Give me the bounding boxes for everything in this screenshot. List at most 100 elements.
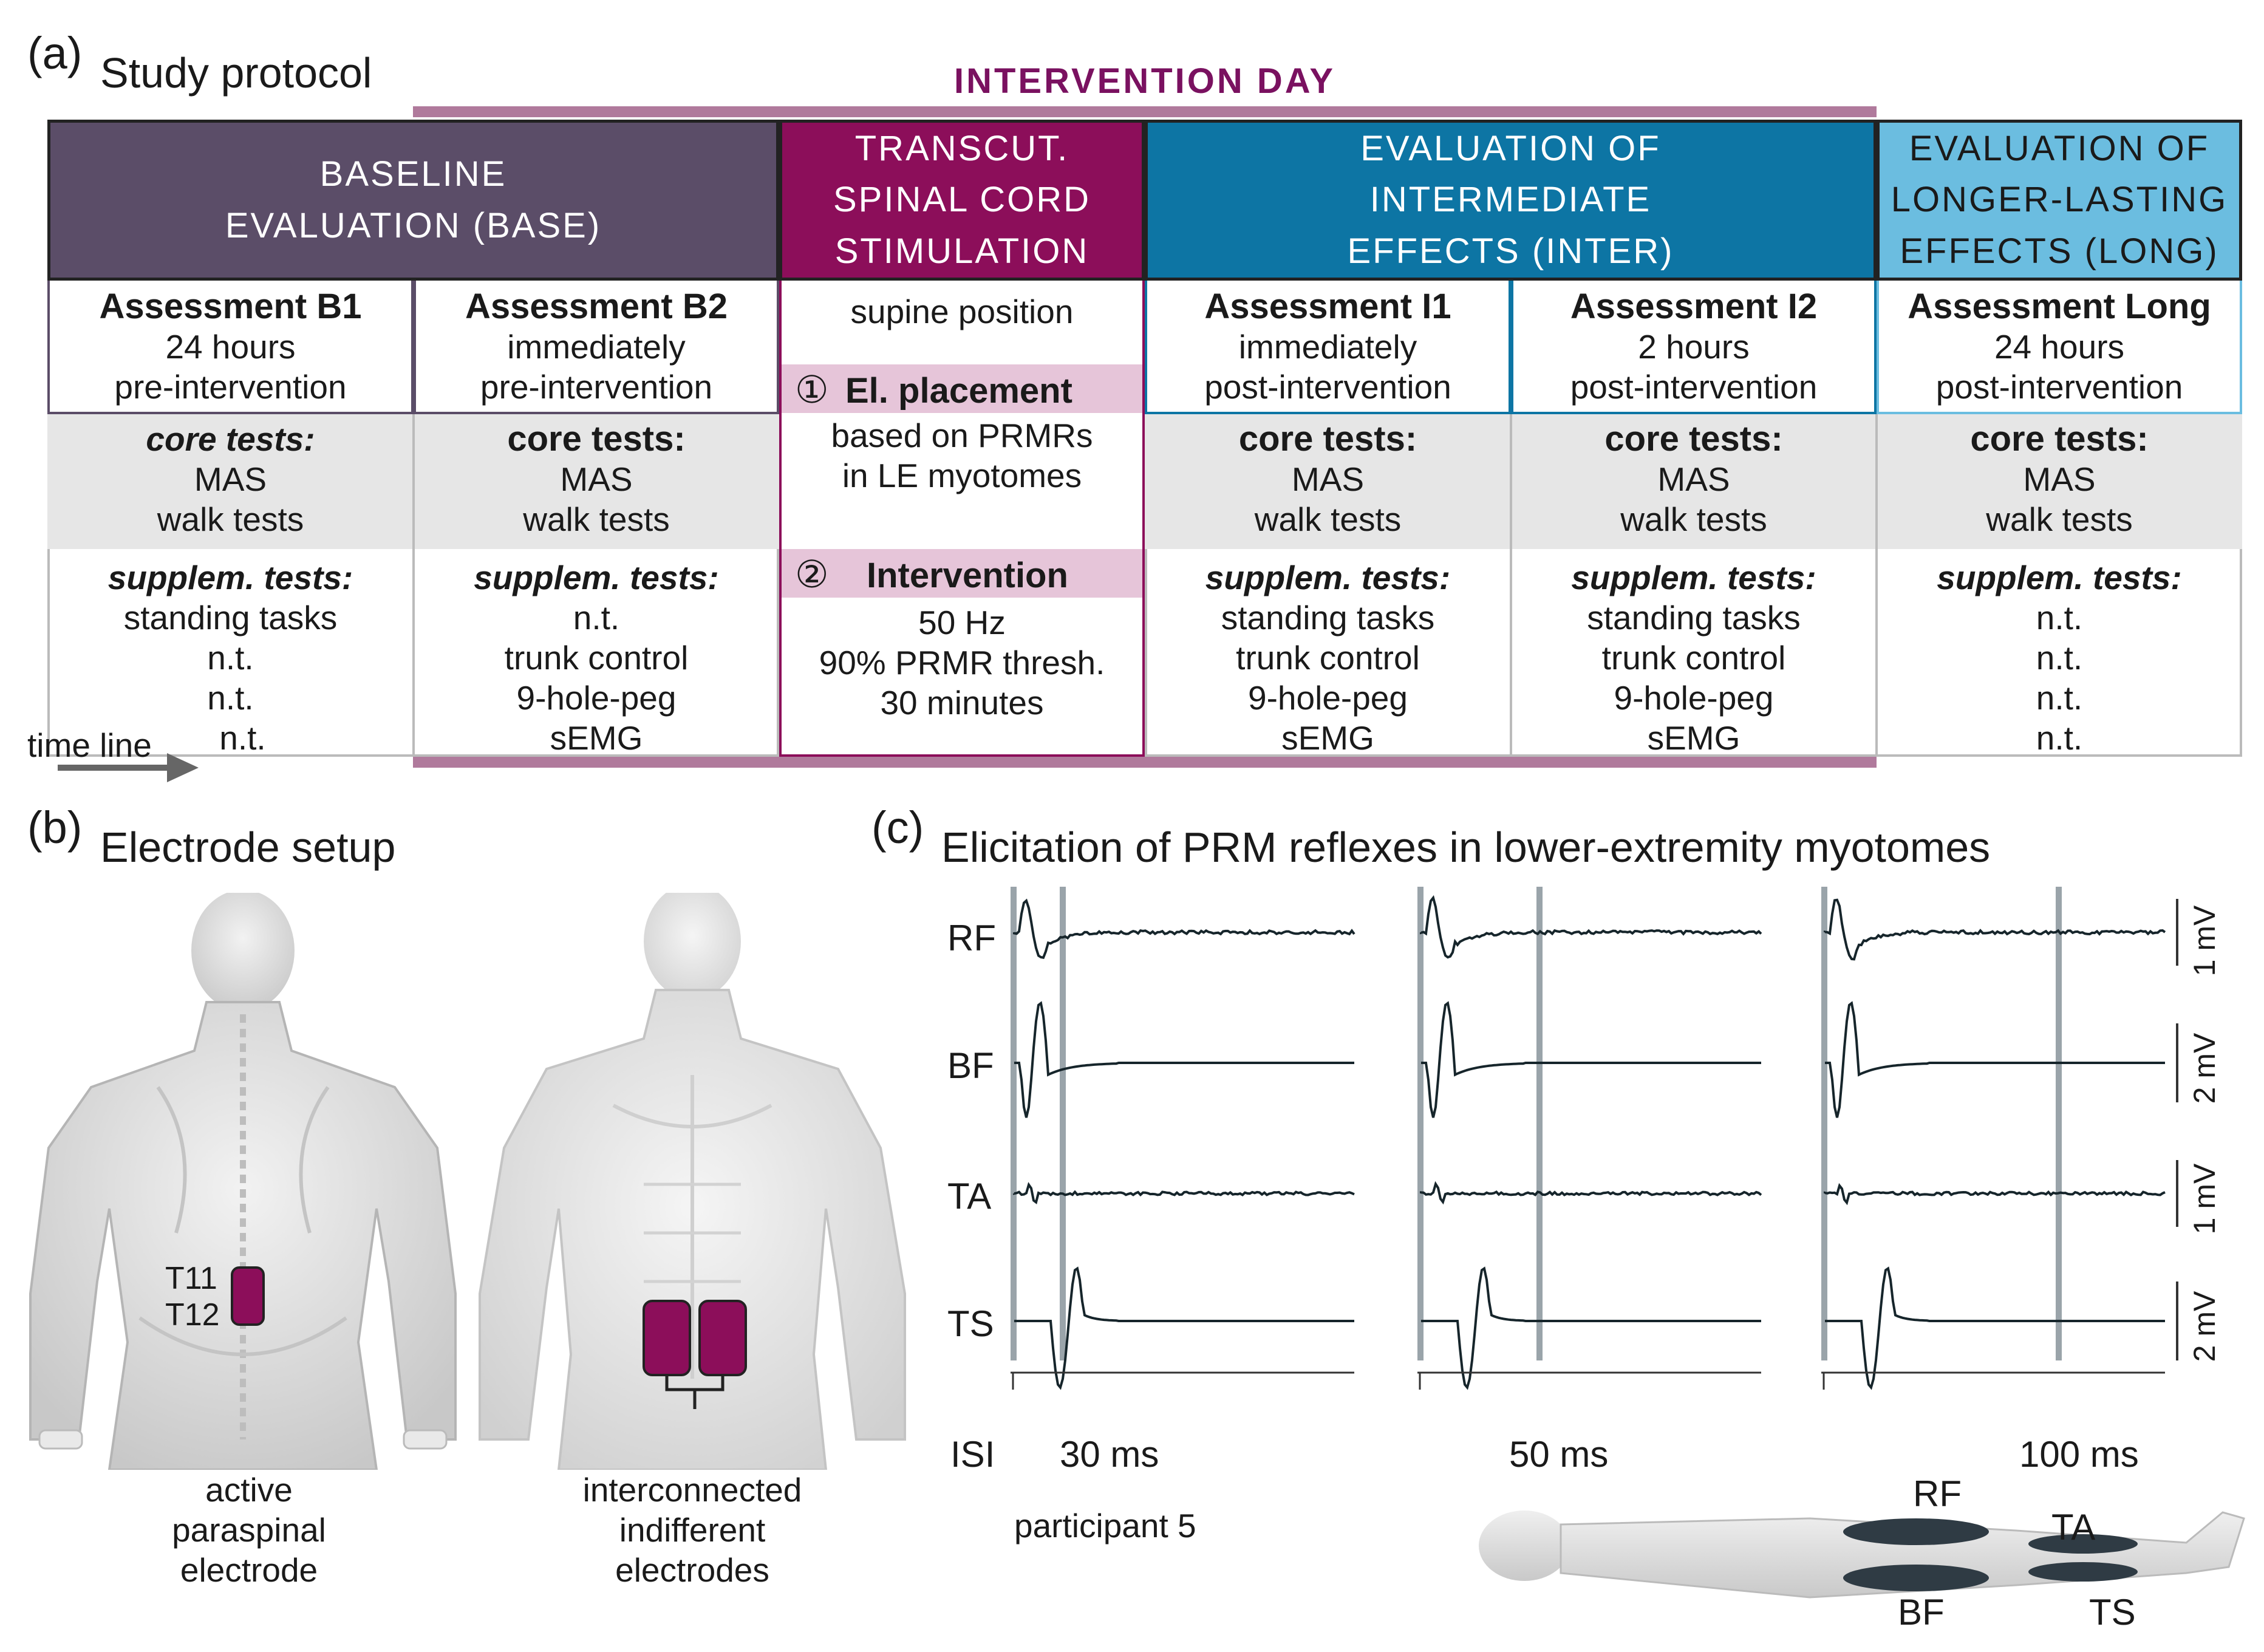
supp-test: 9-hole-peg bbox=[1248, 679, 1408, 717]
panel-b-label: (b) bbox=[27, 802, 82, 853]
stim-step2-line2: 90% PRMR thresh. bbox=[819, 644, 1105, 681]
emg-trace-bf bbox=[1421, 1003, 1761, 1118]
isi-value-30: 30 ms bbox=[1060, 1433, 1159, 1475]
muscle-label-ta: TA bbox=[947, 1175, 991, 1217]
assessment-i1-timing: immediately bbox=[1239, 328, 1417, 366]
back-caption-line3: electrode bbox=[180, 1551, 318, 1589]
supp-tests-label: supplem. tests: bbox=[108, 559, 353, 596]
leg-label-bf: BF bbox=[1898, 1591, 1945, 1633]
stim-step2-line3: 30 minutes bbox=[880, 684, 1043, 722]
emg-traces bbox=[996, 887, 2211, 1458]
isi-value-50: 50 ms bbox=[1509, 1433, 1608, 1475]
spine-level-t12: T12 bbox=[165, 1297, 220, 1333]
core-tests-label: core tests: bbox=[1239, 419, 1417, 459]
emg-trace-ts bbox=[1825, 1269, 2165, 1388]
supp-test: sEMG bbox=[1281, 719, 1374, 757]
emg-trace-rf bbox=[1421, 898, 1761, 957]
stimulus-marker-first bbox=[1417, 887, 1424, 1360]
stimulus-marker-first bbox=[1821, 887, 1827, 1360]
assessment-i2-relation: post-intervention bbox=[1570, 368, 1818, 406]
supp-test: n.t. bbox=[2036, 719, 2082, 757]
core-tests-label: core tests: bbox=[507, 419, 685, 459]
core-tests-i2: core tests: MAS walk tests bbox=[1511, 419, 1877, 539]
stim-step2-line1: 50 Hz bbox=[918, 604, 1006, 641]
phase-header-long: EVALUATION OF LONGER-LASTING EFFECTS (LO… bbox=[1877, 120, 2242, 281]
stim-column: supine position ① El. placement based on… bbox=[779, 281, 1145, 757]
indifferent-electrode-right bbox=[698, 1300, 747, 1376]
intervention-day-label: INTERVENTION DAY bbox=[413, 61, 1877, 101]
intervention-day-bar-bottom bbox=[413, 757, 1877, 768]
muscle-label-ts: TS bbox=[947, 1303, 994, 1345]
core-test-walk: walk tests bbox=[523, 500, 669, 538]
stim-step1-title: El. placement bbox=[845, 370, 1072, 411]
assessment-b1-title: Assessment B1 bbox=[100, 287, 362, 326]
supp-tests-label: supplem. tests: bbox=[1571, 559, 1816, 596]
stim-step1-number: ① bbox=[795, 367, 829, 412]
muscle-label-bf: BF bbox=[947, 1045, 994, 1087]
supp-tests-label: supplem. tests: bbox=[1205, 559, 1450, 596]
supp-test: n.t. bbox=[195, 719, 265, 757]
back-caption: active paraspinal electrode bbox=[128, 1470, 370, 1590]
core-test-walk: walk tests bbox=[157, 500, 304, 538]
leg-label-ts: TS bbox=[2089, 1591, 2136, 1633]
back-caption-line1: active bbox=[205, 1471, 293, 1509]
stimulus-marker-second bbox=[1060, 887, 1066, 1360]
front-caption-line1: interconnected bbox=[583, 1471, 802, 1509]
supp-test: n.t. bbox=[573, 599, 619, 637]
core-tests-b1: core tests: MAS walk tests bbox=[47, 419, 414, 539]
supp-test: trunk control bbox=[1236, 639, 1420, 677]
stim-step2-number: ② bbox=[795, 552, 829, 596]
supp-test: n.t. bbox=[2036, 639, 2082, 677]
supp-test: standing tasks bbox=[124, 599, 338, 637]
core-test-walk: walk tests bbox=[1620, 500, 1767, 538]
assessment-long: Assessment Long 24 hours post-interventi… bbox=[1877, 281, 2242, 414]
assessment-i2-timing: 2 hours bbox=[1638, 328, 1749, 366]
supp-test: 9-hole-peg bbox=[517, 679, 677, 717]
core-tests-label: core tests: bbox=[146, 420, 315, 458]
timeline-arrow-icon bbox=[58, 747, 203, 790]
panel-b-title: Electrode setup bbox=[100, 823, 395, 872]
scale-ta: 1 mV bbox=[2187, 1156, 2222, 1241]
stim-step2-detail: 50 Hz 90% PRMR thresh. 30 minutes bbox=[782, 602, 1142, 723]
supp-test: standing tasks bbox=[1587, 599, 1801, 637]
front-caption: interconnected indifferent electrodes bbox=[547, 1470, 838, 1590]
supp-test: trunk control bbox=[505, 639, 689, 677]
emg-trace-ts bbox=[1421, 1269, 1761, 1388]
supp-tests-b2: supplem. tests: n.t. trunk control 9-hol… bbox=[414, 558, 779, 758]
assessment-i2: Assessment I2 2 hours post-intervention bbox=[1511, 281, 1877, 414]
supp-test: n.t. bbox=[2036, 599, 2082, 637]
supp-test: n.t. bbox=[2036, 679, 2082, 717]
core-test-walk: walk tests bbox=[1255, 500, 1401, 538]
panel-a-label: (a) bbox=[27, 27, 82, 79]
assessment-long-relation: post-intervention bbox=[1936, 368, 2183, 406]
muscle-label-rf: RF bbox=[947, 917, 996, 959]
assessment-b1-relation: pre-intervention bbox=[114, 368, 346, 406]
phase-header-baseline: BASELINE EVALUATION (BASE) bbox=[47, 120, 779, 281]
supp-test: sEMG bbox=[1648, 719, 1741, 757]
panel-c-label: (c) bbox=[871, 802, 924, 853]
assessment-b2-timing: immediately bbox=[507, 328, 685, 366]
core-test-mas: MAS bbox=[194, 460, 267, 498]
assessment-long-timing: 24 hours bbox=[1994, 328, 2124, 366]
supp-test: n.t. bbox=[207, 679, 253, 717]
front-caption-line2: indifferent bbox=[619, 1511, 766, 1549]
core-tests-long: core tests: MAS walk tests bbox=[1877, 419, 2242, 539]
intervention-day-bar-top bbox=[413, 106, 1877, 117]
scale-bf: 2 mV bbox=[2187, 1026, 2222, 1111]
core-tests-label: core tests: bbox=[1970, 419, 2148, 459]
panel-a-title: Study protocol bbox=[100, 49, 372, 97]
core-test-mas: MAS bbox=[2023, 460, 2095, 498]
leg-label-rf: RF bbox=[1913, 1473, 1962, 1515]
supp-tests-label: supplem. tests: bbox=[1937, 559, 2181, 596]
indifferent-electrode-left bbox=[643, 1300, 691, 1376]
front-caption-line3: electrodes bbox=[615, 1551, 769, 1589]
supp-tests-label: supplem. tests: bbox=[474, 559, 718, 596]
assessment-long-title: Assessment Long bbox=[1908, 287, 2211, 326]
isi-value-100: 100 ms bbox=[2019, 1433, 2139, 1475]
scale-rf: 1 mV bbox=[2187, 898, 2222, 983]
leg-label-ta: TA bbox=[2051, 1506, 2095, 1548]
supp-tests-i2: supplem. tests: standing tasks trunk con… bbox=[1511, 558, 1877, 758]
assessment-b2-title: Assessment B2 bbox=[465, 287, 728, 326]
spine-level-t11: T11 bbox=[165, 1260, 217, 1297]
stim-step1-line2: in LE myotomes bbox=[842, 457, 1082, 494]
